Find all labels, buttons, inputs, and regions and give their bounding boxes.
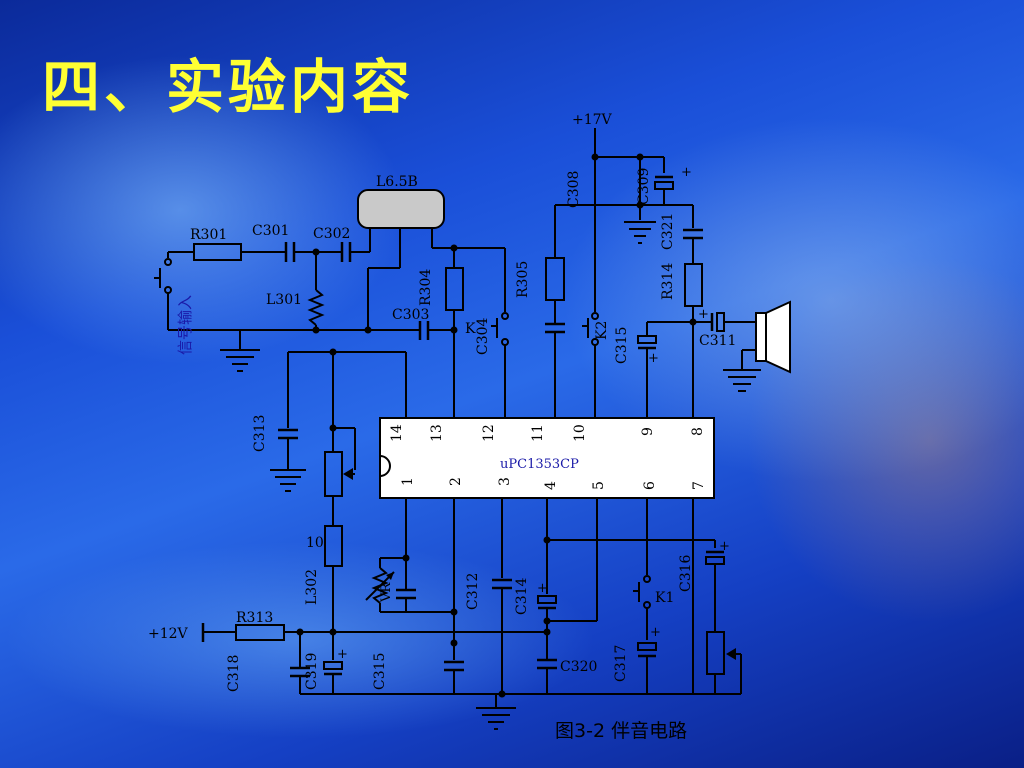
- svg-text:11: 11: [530, 424, 546, 442]
- figure-caption: 图3-2 伴音电路: [555, 720, 688, 742]
- svg-text:R313: R313: [236, 610, 273, 626]
- capacitor-c303: [418, 321, 430, 340]
- svg-text:VR: VR: [379, 582, 394, 603]
- resistor-10: 10: [306, 525, 343, 567]
- svg-text:K2: K2: [594, 321, 610, 340]
- ground-symbol: [270, 469, 306, 492]
- c301-label: C301: [252, 223, 289, 239]
- capacitor-c316: + C316: [678, 539, 730, 592]
- svg-text:R305: R305: [515, 261, 531, 298]
- svg-text:C312: C312: [465, 573, 481, 610]
- svg-text:L6.5B: L6.5B: [376, 174, 418, 190]
- svg-text:4: 4: [543, 481, 559, 490]
- resistor-r304: R304: [418, 267, 464, 311]
- svg-text:C316: C316: [678, 554, 694, 592]
- capacitor-c311: + C311: [698, 307, 736, 349]
- switch-k1: K1: [633, 575, 674, 609]
- svg-text:uPC1353CP: uPC1353CP: [500, 457, 579, 472]
- ceramic-filter-l6-5b: L6.5B: [357, 174, 445, 229]
- svg-text:10: 10: [306, 535, 324, 551]
- capacitor-c321: C321: [660, 213, 703, 250]
- svg-text:C313: C313: [252, 415, 268, 452]
- svg-text:C320: C320: [560, 659, 597, 675]
- svg-text:C309: C309: [636, 168, 652, 205]
- svg-text:K1: K1: [655, 590, 674, 606]
- svg-text:R304: R304: [418, 269, 434, 306]
- svg-text:+: +: [719, 539, 730, 554]
- variable-inductor: VR: [365, 567, 395, 604]
- slide-title: 四、实验内容: [42, 53, 415, 121]
- svg-text:9: 9: [640, 427, 656, 436]
- c303-label: C303: [392, 307, 429, 323]
- ground-symbol: [624, 221, 656, 244]
- svg-text:C315: C315: [372, 653, 388, 690]
- l302-label: L302: [304, 569, 320, 605]
- signal-input-jack: [154, 258, 240, 331]
- svg-text:C314: C314: [514, 577, 530, 615]
- svg-text:+: +: [337, 647, 348, 662]
- svg-text:R314: R314: [660, 263, 676, 300]
- svg-text:K: K: [465, 321, 476, 337]
- svg-text:C321: C321: [660, 213, 676, 250]
- svg-text:14: 14: [389, 424, 405, 442]
- svg-text:3: 3: [497, 477, 513, 486]
- svg-text:+: +: [650, 625, 661, 640]
- svg-text:12: 12: [481, 424, 497, 442]
- resistor-r314: R314: [660, 263, 703, 307]
- svg-text:L301: L301: [266, 292, 302, 308]
- svg-text:C315: C315: [614, 327, 630, 364]
- svg-text:C317: C317: [613, 645, 629, 682]
- capacitor-c302: [340, 242, 352, 262]
- capacitor-c317: + C317: [613, 625, 661, 682]
- svg-text:C311: C311: [699, 333, 736, 349]
- ground-symbol: [476, 707, 516, 730]
- svg-text:6: 6: [642, 481, 658, 490]
- speaker-icon: [755, 300, 791, 374]
- svg-text:+: +: [698, 307, 709, 322]
- svg-text:2: 2: [448, 477, 464, 486]
- potentiometer: [324, 451, 355, 497]
- signal-input-label: 信号输入: [176, 295, 194, 355]
- ground-symbol: [723, 369, 761, 392]
- capacitor-c313: C313: [252, 415, 298, 452]
- ic-pins-top: 14 13 12 11 10 9 8: [389, 424, 706, 442]
- capacitor-c314: + C314: [514, 577, 557, 615]
- capacitor-c315-bottom: + C315: [323, 647, 388, 690]
- svg-text:1: 1: [400, 477, 416, 486]
- volume-potentiometer: [706, 631, 742, 694]
- capacitor-c319: C319: [290, 653, 320, 690]
- svg-text:8: 8: [690, 427, 706, 436]
- svg-text:7: 7: [691, 481, 707, 490]
- resistor-r305: R305: [515, 257, 565, 301]
- ic-upc1353cp: uPC1353CP: [379, 417, 715, 499]
- inductor-l301: L301: [266, 289, 325, 326]
- c302-label: C302: [313, 226, 350, 242]
- ground-symbol: [220, 349, 260, 372]
- capacitor-c301: [284, 242, 296, 262]
- svg-text:5: 5: [591, 481, 607, 490]
- svg-text:10: 10: [572, 424, 588, 442]
- c318-label: C318: [226, 655, 242, 692]
- svg-text:C319: C319: [304, 653, 320, 690]
- c304-label: C304: [475, 317, 491, 355]
- switch-k2: K2: [582, 312, 610, 346]
- resistor-r313: R313: [235, 610, 285, 641]
- supply-17v-label: +17V: [572, 112, 613, 128]
- supply-12v-label: +12V: [148, 626, 189, 642]
- r301-label: R301: [190, 227, 227, 243]
- svg-text:+: +: [681, 165, 692, 180]
- capacitor-c315-top: + C315: [614, 327, 659, 366]
- svg-text:13: 13: [429, 424, 445, 442]
- svg-text:+: +: [648, 351, 659, 366]
- resistor-r301: [193, 243, 242, 261]
- capacitor-c312: C312: [465, 573, 512, 610]
- svg-text:+: +: [537, 581, 548, 596]
- ic-pins-bottom: 1 2 3 4 5 6 7: [400, 477, 707, 490]
- c308-label: C308: [566, 171, 582, 208]
